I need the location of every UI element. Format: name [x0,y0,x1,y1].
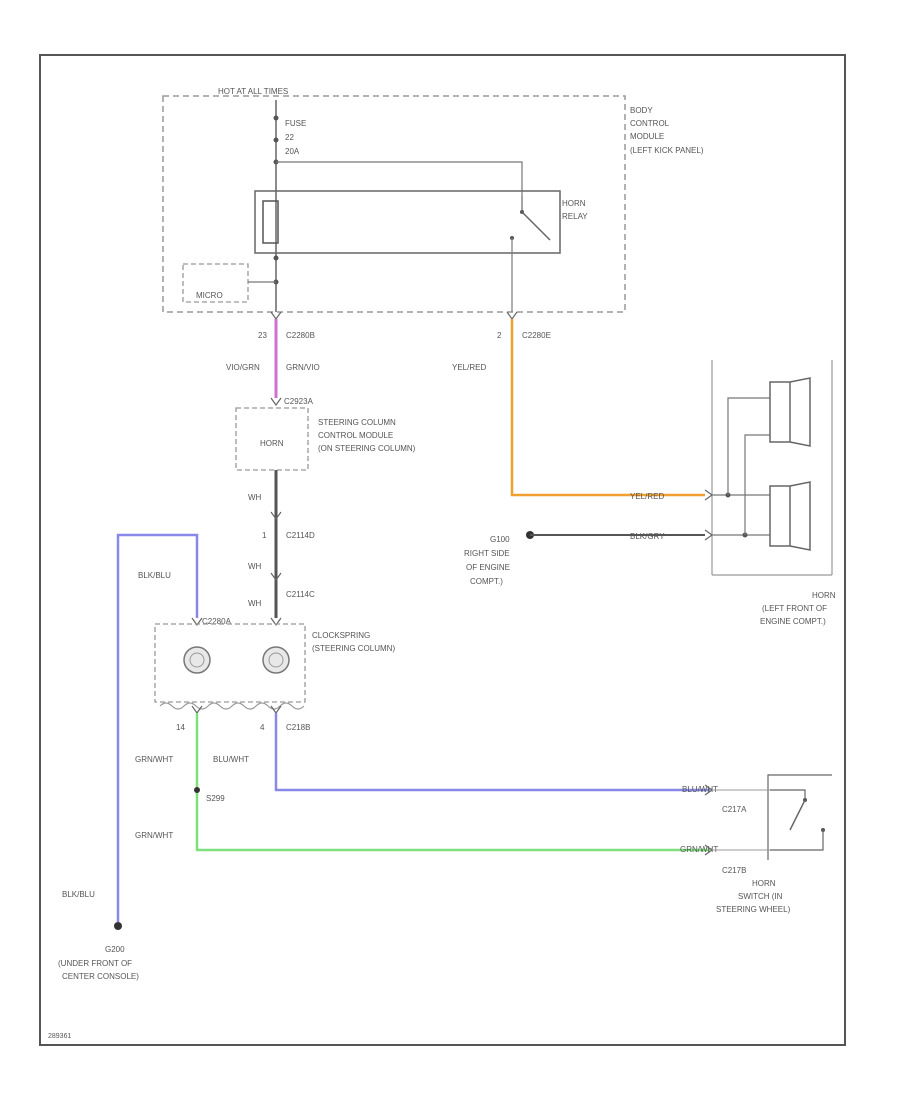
conn-c2923a: C2923A [284,397,314,406]
conn-c217b: C217B [722,866,746,875]
bcm-title-4: (LEFT KICK PANEL) [630,146,704,155]
wire-label-yel-red-1: YEL/RED [452,363,486,372]
conn-c218b: C218B [286,723,310,732]
wire-label-grn-wht-3: GRN/WHT [680,845,718,854]
wire-label-vio-grn: VIO/GRN [226,363,260,372]
wire-label-wh-3: WH [248,599,262,608]
ground-g100-2: OF ENGINE [466,563,510,572]
pin-4: 4 [260,723,265,732]
wire-label-grn-vio: GRN/VIO [286,363,320,372]
wire-label-grn-wht-1: GRN/WHT [135,755,173,764]
ground-g100-3: COMPT.) [470,577,503,586]
clockspring-title-2: (STEERING COLUMN) [312,644,395,653]
bcm-pin-2: 2 [497,331,502,340]
wire-label-grn-wht-2: GRN/WHT [135,831,173,840]
green-wire [195,713,710,852]
splice-s299-dot [194,787,200,793]
horn-switch-label-1: HORN [752,879,776,888]
wire-label-wh-1: WH [248,493,262,502]
horn-relay [254,190,561,254]
blue-wire-ground [116,533,199,922]
sccm-title-2: CONTROL MODULE [318,431,393,440]
hot-at-all-times-label: HOT AT ALL TIMES [218,87,288,96]
footer-code: 289361 [48,1033,71,1040]
blue-wire-switch [274,713,710,792]
bcm-connectors: 23 C2280B 2 C2280E [258,311,551,340]
bcm-pin-23: 23 [258,331,267,340]
clockspring: C2280A CLOCKSPRING (STEERING COLUMN) 14 … [154,617,395,732]
wire-label-blk-gry: BLK/GRY [630,532,665,541]
pin-14: 14 [176,723,185,732]
ground-g200-id: G200 [105,945,125,954]
ground-g100-id: G100 [490,535,510,544]
ground-g200-2: CENTER CONSOLE) [62,972,139,981]
wire-label-blk-blu-1: BLK/BLU [138,571,171,580]
splice-s299: S299 [206,794,225,803]
bcm-title-1: BODY [630,106,653,115]
wire-label-blk-blu-2: BLK/BLU [62,890,95,899]
bcm-title-2: CONTROL [630,119,670,128]
bcm-title-3: MODULE [630,132,664,141]
horn-label-2: (LEFT FRONT OF [762,604,827,613]
fuse-label-1: FUSE [285,119,306,128]
conn-c2280a: C2280A [202,617,232,626]
horn-switch: C217A C217B HORN SWITCH (IN STEERING WHE… [704,774,832,914]
wire-label-blu-wht-2: BLU/WHT [682,785,718,794]
horn-label-1: HORN [812,591,836,600]
ground-g200-1: (UNDER FRONT OF [58,959,132,968]
diagram-frame [39,54,846,1046]
clockspring-title-1: CLOCKSPRING [312,631,370,640]
pin-c2114d: 1 [262,531,267,540]
conn-c2280e: C2280E [522,331,551,340]
steering-column-control-module: C2923A HORN STEERING COLUMN CONTROL MODU… [235,397,416,471]
horn-switch-label-2: SWITCH (IN [738,892,783,901]
ground-g100-1: RIGHT SIDE [464,549,510,558]
body-control-module: HOT AT ALL TIMES FUSE 22 20A BODY CONTRO… [162,87,704,313]
horn-relay-label-1: HORN [562,199,586,208]
wire-label-yel-red-2: YEL/RED [630,492,664,501]
wire-label-blu-wht-1: BLU/WHT [213,755,249,764]
sccm-title-3: (ON STEERING COLUMN) [318,444,416,453]
fuse-label-2: 22 [285,133,294,142]
horn-assembly: HORN (LEFT FRONT OF ENGINE COMPT.) [704,360,836,626]
conn-c217a: C217A [722,805,747,814]
conn-c2114c: C2114C [286,590,315,599]
horn-switch-label-3: STEERING WHEEL) [716,905,791,914]
conn-c2280b: C2280B [286,331,315,340]
wire-label-wh-2: WH [248,562,262,571]
sccm-horn-label: HORN [260,439,284,448]
micro-box [182,263,249,303]
ground-g200-dot [114,922,122,930]
horn-relay-label-2: RELAY [562,212,588,221]
relay-coil [262,200,279,244]
micro-label: MICRO [196,291,223,300]
conn-c2114d: C2114D [286,531,315,540]
orange-wire [510,319,705,497]
horn-label-3: ENGINE COMPT.) [760,617,826,626]
sccm-title-1: STEERING COLUMN [318,418,396,427]
fuse-label-3: 20A [285,147,300,156]
